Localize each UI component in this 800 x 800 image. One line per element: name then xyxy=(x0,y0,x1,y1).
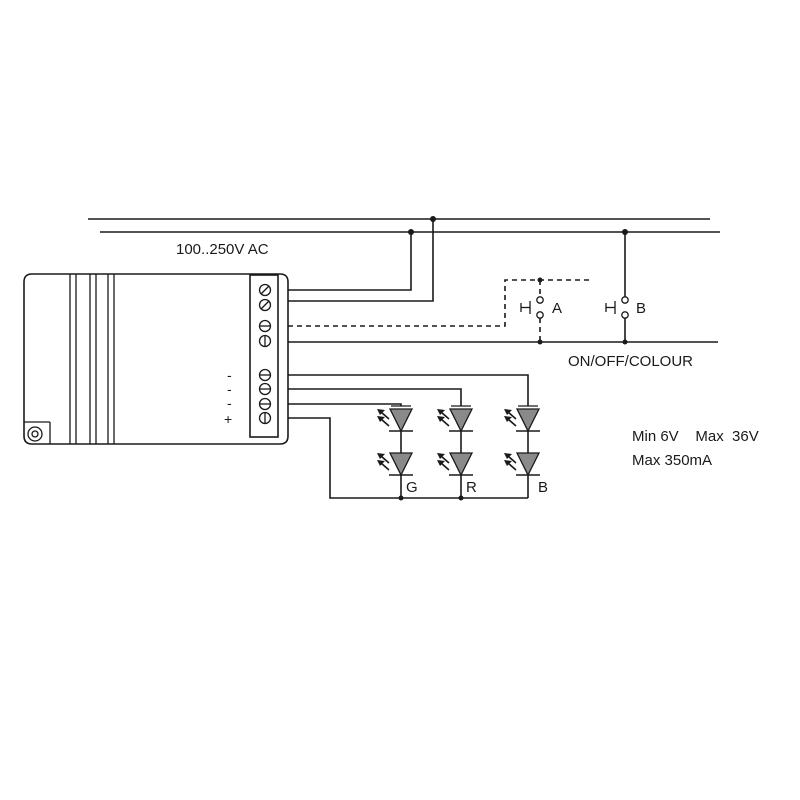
led-light-arrow xyxy=(507,455,517,464)
terminal-screws xyxy=(258,283,272,425)
led-light-arrow xyxy=(507,462,517,471)
led-light-arrow-head xyxy=(437,416,445,422)
led-light-arrow-head xyxy=(504,416,512,422)
push-button-b xyxy=(605,296,629,319)
led-light-arrow xyxy=(380,411,390,420)
led-diode xyxy=(388,408,414,433)
channel-label-b: B xyxy=(538,479,548,496)
led-wire-common xyxy=(288,417,528,499)
polarity-label: - xyxy=(227,395,232,411)
led-light-arrow xyxy=(380,455,390,464)
led-light-arrow xyxy=(507,418,517,427)
led-wire-g xyxy=(288,403,402,406)
led-light-arrow-head xyxy=(504,460,512,466)
led-light-arrow xyxy=(380,418,390,427)
spec-voltage: Min 6V Max 36V xyxy=(632,428,759,445)
terminal-block xyxy=(249,274,279,438)
led-diode xyxy=(448,408,474,433)
mounting-hole xyxy=(27,426,43,442)
mains-wire-l xyxy=(288,232,412,291)
led-light-arrow xyxy=(507,411,517,420)
led-light-arrow-head xyxy=(377,460,385,466)
led-diode xyxy=(448,452,474,477)
led-light-arrow xyxy=(440,418,450,427)
led-light-arrow xyxy=(380,462,390,471)
led-light-arrow xyxy=(440,411,450,420)
led-light-arrow-head xyxy=(437,453,445,459)
channel-label-g: G xyxy=(406,479,418,496)
terminal-screw xyxy=(258,298,272,312)
control-label: ON/OFF/COLOUR xyxy=(568,353,693,370)
led-light-arrow-head xyxy=(504,409,512,415)
led-wire-b xyxy=(288,374,529,406)
junction-dot xyxy=(622,339,628,345)
supply-label: 100..250V AC xyxy=(176,241,269,258)
polarity-label: + xyxy=(224,411,232,427)
mains-wire-n xyxy=(288,219,434,302)
led-light-arrow xyxy=(440,462,450,471)
led-light-arrow xyxy=(440,455,450,464)
control-wire-dashed xyxy=(288,279,590,327)
driver-housing xyxy=(23,273,289,445)
polarity-label: - xyxy=(227,381,232,397)
led-light-arrow-head xyxy=(437,460,445,466)
led-diode xyxy=(515,408,541,433)
led-diode xyxy=(388,452,414,477)
led-light-arrow-head xyxy=(437,409,445,415)
push-button-a xyxy=(520,296,544,319)
led-columns xyxy=(377,405,541,498)
led-diode xyxy=(515,452,541,477)
junction-dot xyxy=(537,339,543,345)
led-light-arrow-head xyxy=(377,416,385,422)
led-light-arrow-head xyxy=(377,453,385,459)
polarity-label: - xyxy=(227,367,232,383)
led-light-arrow-head xyxy=(504,453,512,459)
button-a-label: A xyxy=(552,300,562,317)
led-wire-r xyxy=(288,388,462,406)
led-light-arrow-head xyxy=(377,409,385,415)
spec-current: Max 350mA xyxy=(632,452,712,469)
terminal-screw xyxy=(258,283,272,297)
channel-label-r: R xyxy=(466,479,477,496)
button-b-label: B xyxy=(636,300,646,317)
